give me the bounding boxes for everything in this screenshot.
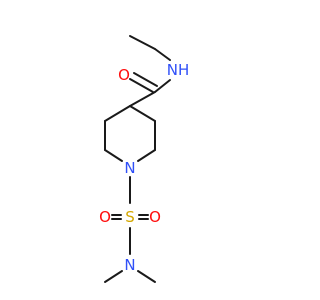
bond-carbonyl-double-b xyxy=(133,72,158,87)
bond-n-carbonyl xyxy=(154,79,171,93)
atom-o-sulfonyl-left: O xyxy=(99,208,111,226)
atom-n-dimethyl: N xyxy=(124,256,135,274)
bond-ring-c4-c3 xyxy=(104,105,131,122)
atom-n-ring: N xyxy=(124,159,135,177)
molecule-diagram: O NH N S O O N xyxy=(99,35,189,283)
bond-ring-c5-c4 xyxy=(129,105,156,122)
bond-carbonyl-double-a xyxy=(129,78,154,93)
atom-s: S xyxy=(125,208,135,226)
atom-o-carbonyl: O xyxy=(118,66,130,84)
atom-o-sulfonyl-right: O xyxy=(149,208,161,226)
bond-n-methyl-right xyxy=(137,270,156,283)
bond-ring-c2-n xyxy=(104,149,123,162)
atom-n-amide: NH xyxy=(167,61,190,79)
bonds xyxy=(104,35,171,283)
atom-labels: O NH N S O O N xyxy=(99,61,189,274)
bond-ethyl-ch3-ch2 xyxy=(129,35,156,50)
bond-ethyl-ch2-n xyxy=(154,48,171,61)
bond-carbonyl-ring xyxy=(129,91,156,107)
bond-ring-n-c6 xyxy=(137,149,156,162)
bond-n-methyl-left xyxy=(104,270,123,283)
